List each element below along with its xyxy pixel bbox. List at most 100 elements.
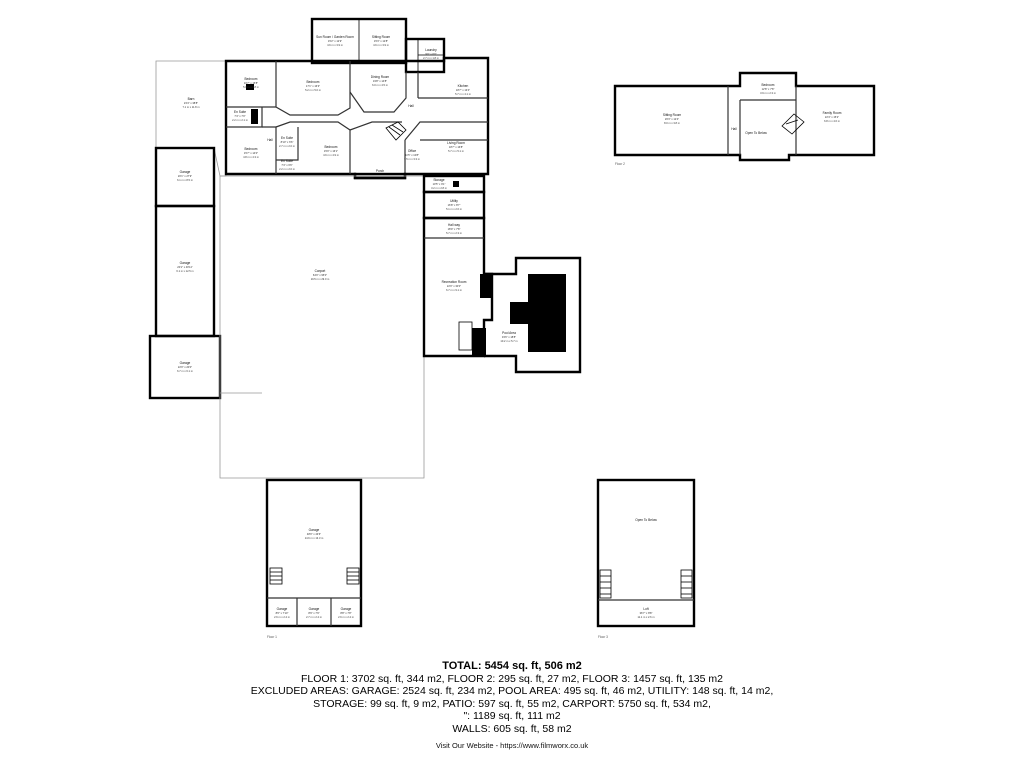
svg-text:Bedroom: Bedroom bbox=[762, 83, 775, 87]
svg-text:3.5 m x 3.3 m: 3.5 m x 3.3 m bbox=[404, 157, 420, 161]
svg-text:Garage: Garage bbox=[180, 261, 191, 265]
excluded-areas-line-1: EXCLUDED AREAS: GARAGE: 2524 sq. ft, 234… bbox=[250, 685, 774, 698]
svg-text:18'9" x 7'8": 18'9" x 7'8" bbox=[448, 227, 461, 231]
website-link[interactable]: Visit Our Website - https://www.filmworx… bbox=[435, 741, 589, 750]
svg-text:Pool Area: Pool Area bbox=[502, 331, 516, 335]
svg-text:Loft: Loft bbox=[643, 607, 648, 611]
svg-text:Bedroom: Bedroom bbox=[307, 80, 320, 84]
svg-text:7.1 m x 11.8 m: 7.1 m x 11.8 m bbox=[183, 105, 200, 109]
svg-text:26'3" x 12'4": 26'3" x 12'4" bbox=[665, 117, 679, 121]
svg-text:Hall: Hall bbox=[408, 104, 414, 108]
room-label: Open To Below bbox=[635, 518, 657, 522]
svg-text:7'4" x 6'6": 7'4" x 6'6" bbox=[281, 163, 292, 167]
svg-text:4.6 m x 3.9 m: 4.6 m x 3.9 m bbox=[327, 43, 343, 47]
room-label: Open To Below bbox=[745, 131, 767, 135]
barn-outline bbox=[155, 60, 227, 177]
svg-text:19'8" x 14'8": 19'8" x 14'8" bbox=[373, 79, 387, 83]
svg-text:En Suite: En Suite bbox=[234, 110, 246, 114]
svg-text:Garage: Garage bbox=[180, 170, 191, 174]
svg-text:5.0 m x 4.8 m: 5.0 m x 4.8 m bbox=[243, 85, 259, 89]
svg-text:3.2 m x 2.8 m: 3.2 m x 2.8 m bbox=[431, 186, 447, 190]
svg-text:2.7 m x 2.4 m: 2.7 m x 2.4 m bbox=[306, 615, 322, 619]
svg-text:16'8" x 8'7": 16'8" x 8'7" bbox=[448, 203, 461, 207]
svg-text:8'8" x 7'8": 8'8" x 7'8" bbox=[340, 611, 351, 615]
svg-text:2.7 m x 1.8 m: 2.7 m x 1.8 m bbox=[423, 56, 439, 60]
svg-text:Bedroom: Bedroom bbox=[245, 77, 258, 81]
svg-text:5.1 m x 2.6 m: 5.1 m x 2.6 m bbox=[446, 207, 462, 211]
garage-4-block bbox=[265, 478, 363, 628]
svg-text:23'4" x 38'8": 23'4" x 38'8" bbox=[184, 101, 198, 105]
svg-text:18'7" x 16'8": 18'7" x 16'8" bbox=[449, 145, 463, 149]
total-area: TOTAL: 5454 sq. ft, 506 m2 bbox=[442, 660, 582, 672]
svg-text:Carport: Carport bbox=[315, 269, 326, 273]
svg-text:8'9" x 7'9": 8'9" x 7'9" bbox=[308, 611, 319, 615]
room-label: Porch bbox=[376, 169, 385, 173]
svg-text:9'0" x 6'0": 9'0" x 6'0" bbox=[425, 52, 436, 56]
svg-text:6.7 m x 6.1 m: 6.7 m x 6.1 m bbox=[177, 369, 193, 373]
svg-text:Laundry: Laundry bbox=[425, 48, 437, 52]
svg-text:Sitting Room: Sitting Room bbox=[663, 113, 682, 117]
svg-text:6.1 m x 12.5 m: 6.1 m x 12.5 m bbox=[176, 269, 193, 273]
svg-text:Barn: Barn bbox=[188, 97, 195, 101]
svg-text:22'0" x 20'0": 22'0" x 20'0" bbox=[178, 365, 192, 369]
carport-outline bbox=[219, 175, 425, 479]
excluded-areas-line-2: STORAGE: 99 sq. ft, 9 m2, PATIO: 597 sq.… bbox=[313, 697, 711, 710]
svg-text:18'7" x 13'4": 18'7" x 13'4" bbox=[456, 88, 470, 92]
svg-text:Sitting Room: Sitting Room bbox=[372, 35, 391, 39]
svg-text:Kitchen: Kitchen bbox=[458, 84, 469, 88]
svg-text:4.6 m x 3.9 m: 4.6 m x 3.9 m bbox=[373, 43, 389, 47]
svg-text:6.7 m x 9.1 m: 6.7 m x 9.1 m bbox=[446, 288, 462, 292]
svg-text:2.2 m x 2.1 m: 2.2 m x 2.1 m bbox=[232, 118, 248, 122]
svg-text:15'3" x 12'8": 15'3" x 12'8" bbox=[374, 39, 388, 43]
svg-text:10.2 m x 5.7 m: 10.2 m x 5.7 m bbox=[500, 339, 517, 343]
room-label: Hall bbox=[267, 138, 273, 142]
svg-text:14.6 m x 13.3 m: 14.6 m x 13.3 m bbox=[305, 536, 324, 540]
svg-text:Garage: Garage bbox=[341, 607, 352, 611]
svg-text:Office: Office bbox=[408, 149, 416, 153]
svg-text:16'7" x 15'8": 16'7" x 15'8" bbox=[244, 81, 258, 85]
svg-text:Garage: Garage bbox=[309, 528, 320, 532]
svg-text:Open To Below: Open To Below bbox=[745, 131, 767, 135]
floor-plan-drawing: Floor 1 Floor 3 Floor 2 Sun Room / Garde… bbox=[148, 17, 876, 639]
svg-text:20'1" x 27'9": 20'1" x 27'9" bbox=[178, 174, 192, 178]
floor-3-label: Floor 3 bbox=[598, 635, 608, 639]
svg-text:64'0" x 95'0": 64'0" x 95'0" bbox=[313, 273, 327, 277]
svg-text:48'0" x 43'6": 48'0" x 43'6" bbox=[307, 532, 321, 536]
main-house-outline bbox=[224, 56, 490, 180]
svg-text:Porch: Porch bbox=[376, 169, 385, 173]
svg-text:En Suite: En Suite bbox=[281, 136, 293, 140]
svg-text:Garage: Garage bbox=[180, 361, 191, 365]
svg-text:10'5" x 9'1": 10'5" x 9'1" bbox=[433, 182, 446, 186]
walls-area: WALLS: 605 sq. ft, 58 m2 bbox=[452, 722, 572, 735]
svg-text:Garage: Garage bbox=[277, 607, 288, 611]
svg-text:33'6" x 18'8": 33'6" x 18'8" bbox=[502, 335, 516, 339]
svg-text:Living Room: Living Room bbox=[447, 141, 465, 145]
svg-text:2.7 m x 2.0 m: 2.7 m x 2.0 m bbox=[279, 144, 295, 148]
svg-text:Hall: Hall bbox=[267, 138, 273, 142]
svg-text:2.6 m x 2.4 m: 2.6 m x 2.4 m bbox=[338, 615, 354, 619]
svg-text:15'2" x 12'9": 15'2" x 12'9" bbox=[328, 39, 342, 43]
